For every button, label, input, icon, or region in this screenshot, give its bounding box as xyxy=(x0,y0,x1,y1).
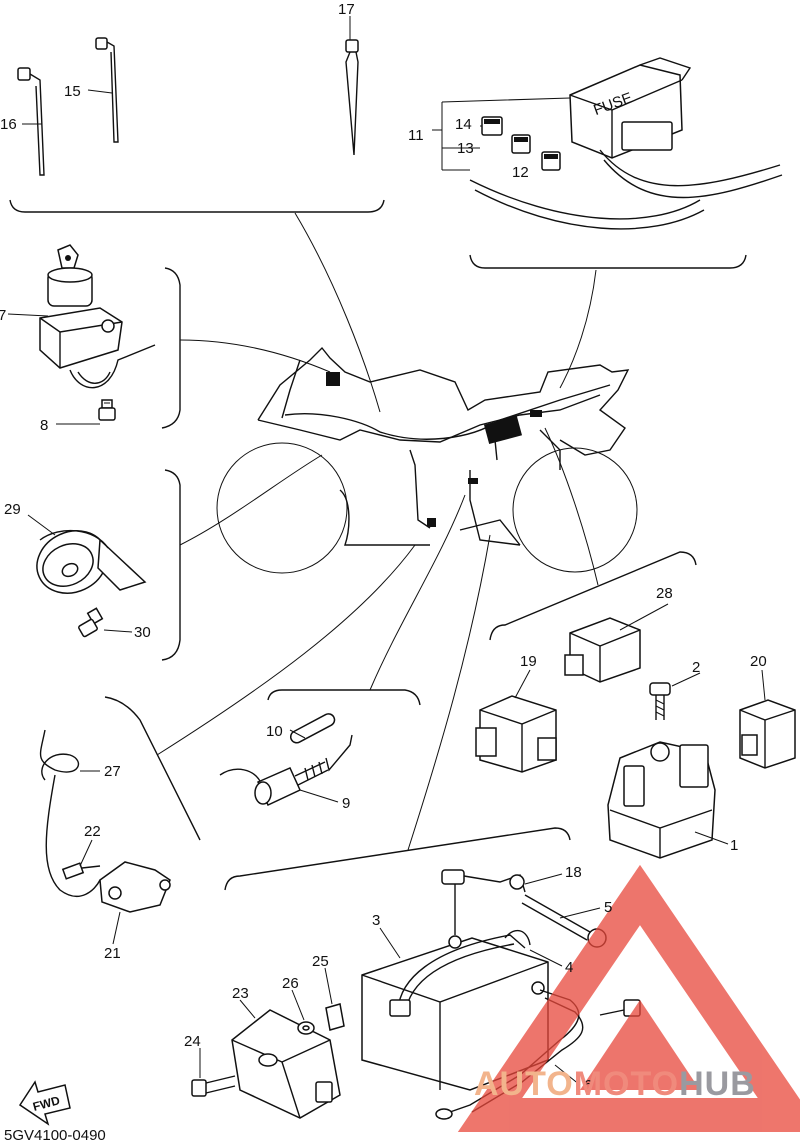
callout-13: 13 xyxy=(457,140,474,157)
spring-10 xyxy=(289,713,336,744)
fuse-box: FUSE xyxy=(469,57,783,230)
callout-27: 27 xyxy=(104,763,121,780)
callout-20: 20 xyxy=(750,653,767,670)
leader-relays xyxy=(544,427,599,586)
band-17 xyxy=(345,39,359,156)
relay-28 xyxy=(564,617,641,683)
neutral-switch-21 xyxy=(99,861,171,913)
callout-26: 26 xyxy=(282,975,299,992)
bracket-main-switch xyxy=(161,267,181,429)
leader-main-switch xyxy=(179,339,331,373)
callout-29: 29 xyxy=(4,501,21,518)
main-switch xyxy=(39,244,156,389)
rectifier-23 xyxy=(231,1009,341,1119)
fwd-label: FWD xyxy=(31,1093,61,1114)
cable-18 xyxy=(441,869,526,935)
nut-25 xyxy=(325,1003,345,1031)
callout-6: 6 xyxy=(584,1077,592,1094)
bracket-top-left xyxy=(9,199,385,213)
band-16 xyxy=(17,67,45,176)
bracket-fuse xyxy=(469,254,747,269)
leader-stop-switch xyxy=(369,494,466,691)
motorcycle-outline xyxy=(216,346,638,574)
bracket-horn xyxy=(161,469,181,661)
relay-19 xyxy=(475,695,557,773)
callout-18: 18 xyxy=(565,864,582,881)
callout-21: 21 xyxy=(104,945,121,962)
callout-23: 23 xyxy=(232,985,249,1002)
leader-fuse xyxy=(559,269,597,389)
callout-5: 5 xyxy=(604,899,612,916)
leader-bands xyxy=(294,212,381,413)
callout-9: 9 xyxy=(342,795,350,812)
callout-25: 25 xyxy=(312,953,329,970)
callout-1: 1 xyxy=(730,837,738,854)
watermark-logo xyxy=(457,864,800,1132)
callout-28: 28 xyxy=(656,585,673,602)
bolt-30 xyxy=(78,607,104,638)
band-15 xyxy=(95,37,119,143)
callout-30: 30 xyxy=(134,624,151,641)
callout-3: 3 xyxy=(372,912,380,929)
callout-14: 14 xyxy=(455,116,472,133)
callout-24: 24 xyxy=(184,1033,201,1050)
leader-neutral xyxy=(156,544,416,756)
fwd-arrow-icon: FWD xyxy=(18,1080,71,1126)
fuse-14 xyxy=(481,116,503,136)
bolt-2 xyxy=(649,682,671,720)
stop-switch-9 xyxy=(219,734,353,807)
leader-battery xyxy=(407,534,491,851)
callout-11: 11 xyxy=(408,127,424,144)
screw-22 xyxy=(61,862,101,880)
callout-17: 17 xyxy=(338,1,355,18)
leader-horn xyxy=(179,454,323,546)
callout-19: 19 xyxy=(520,653,537,670)
bolt-8 xyxy=(98,399,116,421)
callout-4: 4 xyxy=(565,959,573,976)
horn xyxy=(36,529,147,594)
callout-16: 16 xyxy=(0,116,17,133)
relay-20 xyxy=(739,699,796,769)
callout-2: 2 xyxy=(692,659,700,676)
bracket-battery xyxy=(224,827,571,891)
clamp-27 xyxy=(39,729,101,897)
bolt-24 xyxy=(191,1075,236,1097)
callout-8: 8 xyxy=(40,417,48,434)
watermark-text: AUTOMOTOHUB xyxy=(474,1065,756,1103)
bracket-stop-switch xyxy=(267,689,421,706)
diagram-code: 5GV4100-0490 xyxy=(4,1127,106,1144)
callout-12: 12 xyxy=(512,164,529,181)
callout-7: 7 xyxy=(0,307,6,324)
battery-band-4 xyxy=(504,929,531,946)
callout-22: 22 xyxy=(84,823,101,840)
bracket-neutral xyxy=(104,696,201,841)
callout-10: 10 xyxy=(266,723,283,740)
bracket-relays xyxy=(489,551,697,641)
fuse-12 xyxy=(541,151,561,171)
fuse-13 xyxy=(511,134,531,154)
callout-15: 15 xyxy=(64,83,81,100)
washer-26 xyxy=(297,1021,315,1035)
fuse-bracket-lines xyxy=(432,97,571,171)
starter-relay-1 xyxy=(607,741,716,859)
